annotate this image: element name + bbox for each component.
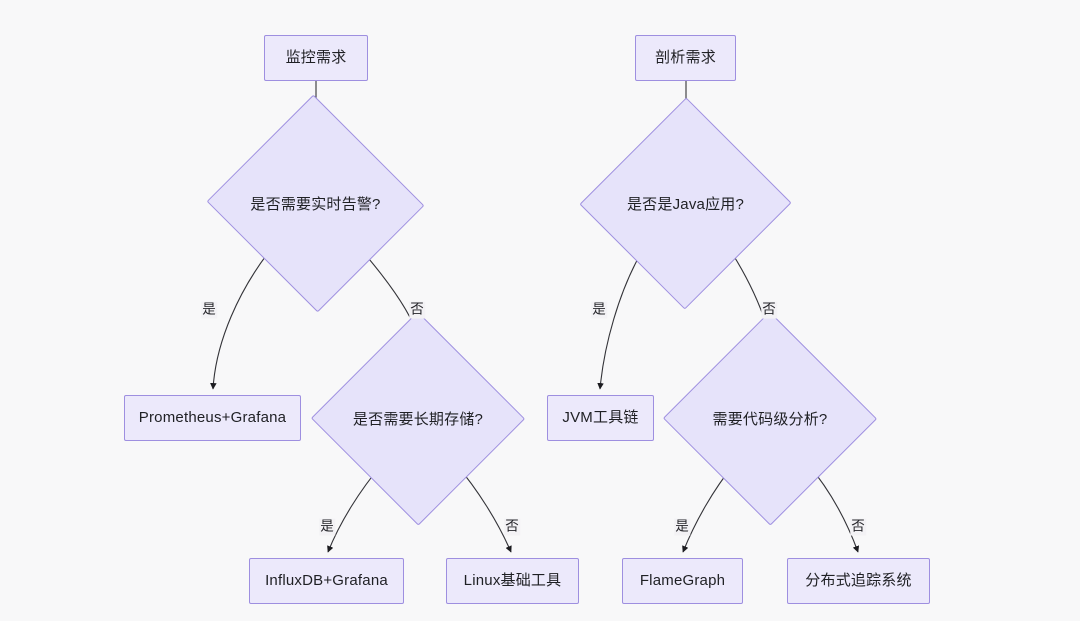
process-node-n6[interactable]: Linux基础工具 (446, 558, 579, 604)
process-node-n5[interactable]: InfluxDB+Grafana (249, 558, 404, 604)
decision-node-n2[interactable]: 是否需要实时告警? (206, 94, 425, 313)
edge-label: 否 (761, 301, 777, 319)
process-node-n1[interactable]: 监控需求 (264, 35, 368, 81)
node-label: 分布式追踪系统 (805, 572, 912, 589)
edge-label: 是 (201, 301, 217, 319)
process-node-n3[interactable]: Prometheus+Grafana (124, 395, 301, 441)
process-node-n11[interactable]: FlameGraph (622, 558, 743, 604)
edge-label: 是 (319, 518, 335, 536)
node-label: Prometheus+Grafana (138, 409, 287, 426)
node-label: 是否需要长期存储? (352, 411, 484, 428)
node-label: 监控需求 (285, 49, 347, 66)
edge-label: 是 (591, 301, 607, 319)
decision-node-n10[interactable]: 需要代码级分析? (662, 311, 878, 526)
decision-node-n4[interactable]: 是否需要长期存储? (310, 311, 526, 526)
edge-label: 否 (850, 518, 866, 536)
node-label: 需要代码级分析? (712, 411, 828, 428)
process-node-n9[interactable]: JVM工具链 (547, 395, 654, 441)
node-label: JVM工具链 (562, 409, 639, 426)
node-label: Linux基础工具 (463, 572, 562, 589)
edge-label: 否 (504, 518, 520, 536)
process-node-n12[interactable]: 分布式追踪系统 (787, 558, 930, 604)
edge-label: 是 (674, 518, 690, 536)
node-label: 剖析需求 (655, 49, 716, 66)
node-label: 是否需要实时告警? (250, 196, 381, 213)
node-label: 是否是Java应用? (626, 196, 745, 213)
node-label: InfluxDB+Grafana (265, 572, 388, 589)
process-node-n7[interactable]: 剖析需求 (635, 35, 736, 81)
decision-node-n8[interactable]: 是否是Java应用? (579, 97, 792, 310)
node-label: FlameGraph (639, 572, 726, 589)
edge-label: 否 (409, 301, 425, 319)
